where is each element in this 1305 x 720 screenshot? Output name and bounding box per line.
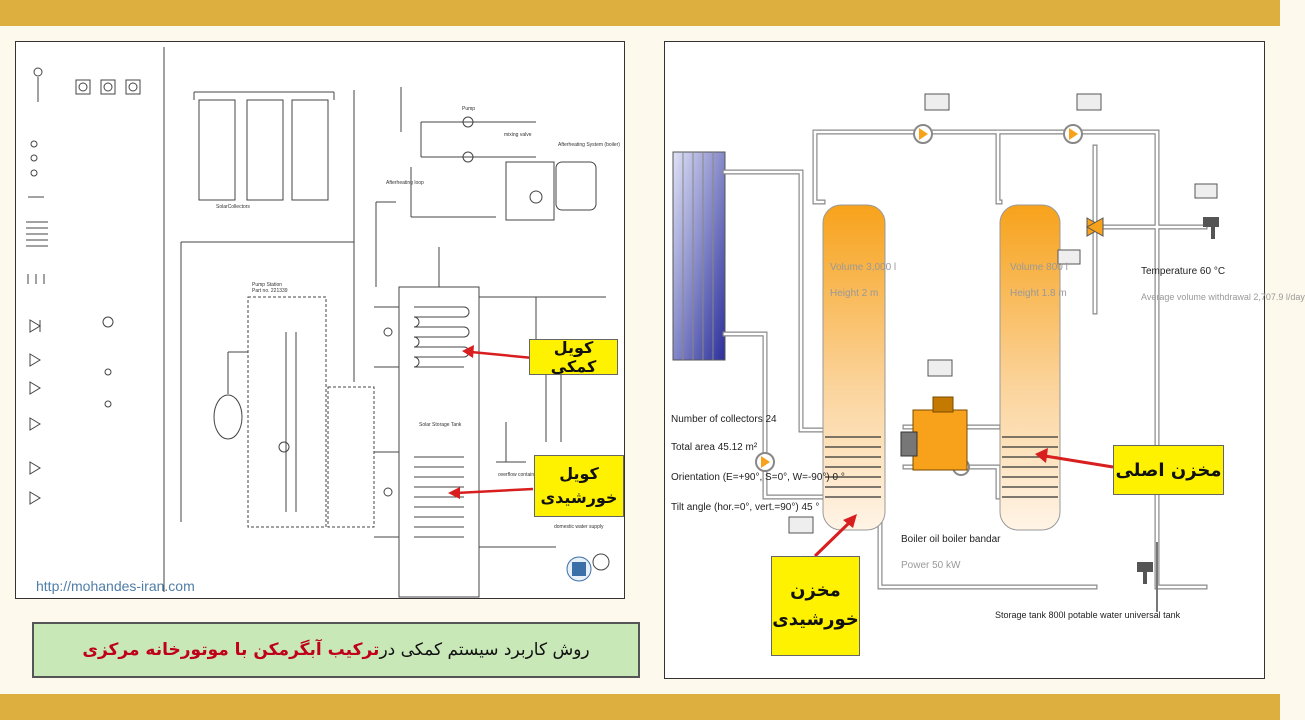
collectors-area: Total area 45.12 m² — [671, 442, 758, 453]
faucet-icon — [1137, 217, 1219, 584]
label-solar-collectors: SolarCollectors — [216, 204, 250, 210]
solar-system-drawing — [672, 93, 1219, 612]
label-afterheating-system: Afterheating System (boiler) — [558, 142, 620, 148]
collectors-orientation: Orientation (E=+90°, S=0°, W=-90°) 0 ° — [671, 472, 845, 483]
tank2-volume: Volume 800 l — [1010, 262, 1068, 273]
caption-highlight: ترکیب آبگرمکن با موتورخانه مرکزی — [82, 640, 380, 660]
label-pump-station: Pump Station — [252, 282, 283, 288]
tank1-volume: Volume 3,000 l — [830, 262, 897, 273]
left-schematic-panel: SolarCollectors Pump Station Part no. 22… — [15, 41, 625, 599]
caption-text: روش کاربرد سیستم کمکی در — [379, 640, 590, 660]
storage-tank-label: Storage tank 800l potable water universa… — [995, 610, 1181, 620]
boiler-power: Power 50 kW — [901, 560, 961, 571]
label-overflow: overflow container — [498, 472, 539, 478]
pump-icon-2 — [1063, 124, 1083, 144]
label-solar-storage-tank: Solar Storage Tank — [419, 422, 462, 428]
boiler-name: Boiler oil boiler bandar — [901, 534, 1001, 545]
tank1-height: Height 2 m — [830, 288, 879, 299]
tank2-height: Height 1.8 m — [1010, 288, 1067, 299]
callout-solar-coil: کویل خورشیدی — [534, 455, 624, 517]
bottom-accent-bar — [0, 694, 1280, 720]
callout-main-tank: مخزن اصلی — [1113, 445, 1224, 495]
pump-icon-1 — [913, 124, 933, 144]
right-system-panel: Volume 3,000 l Height 2 m Volume 800 l H… — [664, 41, 1305, 679]
pump-icon-3 — [755, 452, 775, 472]
solar-schematic-drawing — [26, 47, 610, 598]
label-part-no: Part no. 221339 — [252, 288, 288, 294]
temperature-readout: Temperature 60 °C — [1141, 266, 1226, 277]
callout-aux-coil: کویل کمکی — [529, 338, 618, 376]
withdrawal-readout: Average volume withdrawal 2,707.9 l/day — [1141, 292, 1305, 302]
solar-storage-tank-shape — [822, 204, 886, 531]
slide-caption: روش کاربرد سیستم کمکی در ترکیب آبگرمکن ب… — [32, 622, 640, 678]
label-afterheating-loop: Afterheating loop — [386, 180, 424, 186]
mohandes-logo-icon — [566, 556, 592, 582]
label-mixing-valve: mixing valve — [504, 132, 532, 138]
boiler-icon — [900, 396, 968, 471]
main-storage-tank-shape — [999, 204, 1061, 531]
label-pump: Pump — [462, 106, 476, 112]
collectors-count: Number of collectors 24 — [671, 414, 777, 425]
three-way-valve-icon — [1085, 217, 1105, 237]
solar-collector-array — [672, 151, 726, 361]
collectors-tilt: Tilt angle (hor.=0°, vert.=90°) 45 ° — [671, 502, 820, 513]
callout-solar-tank: مخزن خورشیدی — [771, 556, 860, 656]
top-accent-bar — [0, 0, 1280, 26]
label-domestic-water: domestic water supply — [554, 524, 604, 530]
watermark-url: http://mohandes-iran.com — [36, 578, 195, 594]
